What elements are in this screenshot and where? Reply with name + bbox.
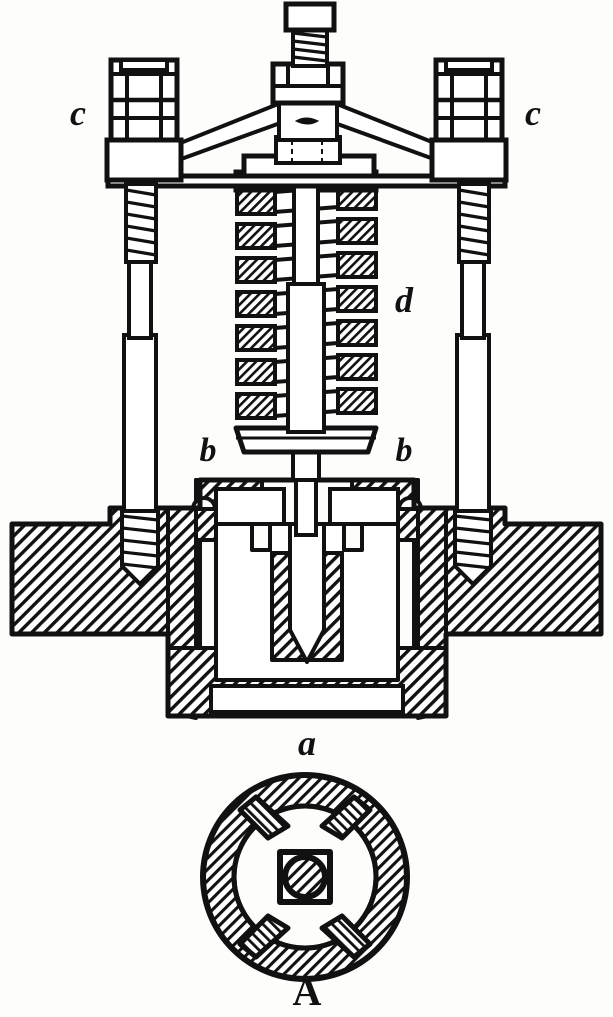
- label-c-left: c: [70, 93, 86, 133]
- wheel-spoke-lower-left: [237, 913, 291, 960]
- wheel-hub-bore: [282, 854, 328, 900]
- gallery-left: [214, 487, 286, 526]
- left-stud-shank-lower: [122, 333, 158, 513]
- right-nut-chamfers: [436, 72, 502, 120]
- main-section-view: c c d b b a: [9, 1, 604, 763]
- coil-2-left: [235, 222, 277, 250]
- spring-seat: [233, 425, 379, 455]
- left-stud-upper-thread-lines: [125, 188, 157, 257]
- coil-7-right: [336, 387, 378, 415]
- left-lower-nut: [104, 137, 184, 183]
- right-stud-shank-upper: [460, 258, 486, 340]
- wheel-spokes: [237, 794, 373, 960]
- bottom-cap-cavity: [209, 684, 405, 714]
- valve-plug: [288, 522, 326, 664]
- wheel-hub: [277, 849, 333, 905]
- adjust-screw-threads: [291, 26, 329, 68]
- coil-2-right: [336, 217, 378, 245]
- coil-3-right: [336, 251, 378, 279]
- coil-5-right: [336, 319, 378, 347]
- left-stud-thread-lines: [121, 514, 159, 570]
- wheel-spoke-upper-left: [237, 794, 291, 841]
- label-A-wheel: A: [293, 969, 322, 1014]
- coil-1-left: [235, 188, 277, 216]
- spindle-upper-rod: [292, 174, 320, 288]
- coil-3-left: [235, 256, 277, 284]
- left-nut-top-cap: [119, 58, 169, 72]
- left-stud-upper-thread-body: [124, 182, 158, 264]
- left-nut-faces: [125, 60, 163, 140]
- gallery-right: [328, 487, 400, 526]
- label-a-body: a: [298, 723, 316, 763]
- label-b-left: b: [200, 432, 217, 469]
- right-nut-faces: [450, 60, 488, 140]
- right-stud-lower-thread: [453, 506, 493, 587]
- coil-6-right: [336, 353, 378, 381]
- coil-7-left: [235, 392, 277, 420]
- right-stud-assembly: [429, 57, 509, 587]
- left-stud-lower-thread: [120, 506, 160, 587]
- yoke-tie-bar: [105, 173, 508, 189]
- label-c-right: c: [525, 93, 541, 133]
- right-lower-nut: [429, 137, 509, 183]
- adjust-screw-thread-lines: [292, 31, 328, 63]
- body-outline: [9, 477, 604, 719]
- adjust-screw-head: [283, 1, 337, 33]
- wheel-spoke-lower-right: [319, 913, 373, 960]
- bottom-plan-view: A: [200, 772, 410, 1014]
- center-nut-stack: [270, 1, 346, 165]
- coil-4-left: [235, 290, 277, 318]
- right-stud-upper-thread-body: [457, 182, 491, 264]
- left-stud-upper-thread: [124, 182, 158, 264]
- central-spindle: [286, 174, 326, 434]
- wheel-rim-inner-circle: [231, 803, 379, 951]
- spindle-mid-rod: [286, 282, 326, 434]
- left-stud-shank-upper: [127, 258, 153, 340]
- right-stud-upper-thread: [457, 182, 491, 264]
- right-stud-thread-lines: [454, 514, 492, 570]
- wheel-rim-outer-circle: [200, 772, 410, 982]
- right-nut-top-cap: [444, 58, 494, 72]
- valve-cage: [214, 487, 400, 682]
- label-d-spring: d: [395, 280, 414, 320]
- label-b-right: b: [396, 432, 413, 469]
- spring-seat-disc: [233, 425, 379, 455]
- wheel-spoke-upper-right: [319, 794, 373, 841]
- left-nut-chamfers: [111, 72, 177, 120]
- coil-5-left: [235, 324, 277, 352]
- right-stud-upper-thread-lines: [458, 188, 490, 257]
- coil-4-right: [336, 285, 378, 313]
- left-stud-assembly: [104, 57, 184, 587]
- right-stud-shank-lower: [455, 333, 491, 513]
- center-hex-nut: [270, 61, 346, 106]
- center-slot-eye: [294, 117, 320, 125]
- coil-6-left: [235, 358, 277, 386]
